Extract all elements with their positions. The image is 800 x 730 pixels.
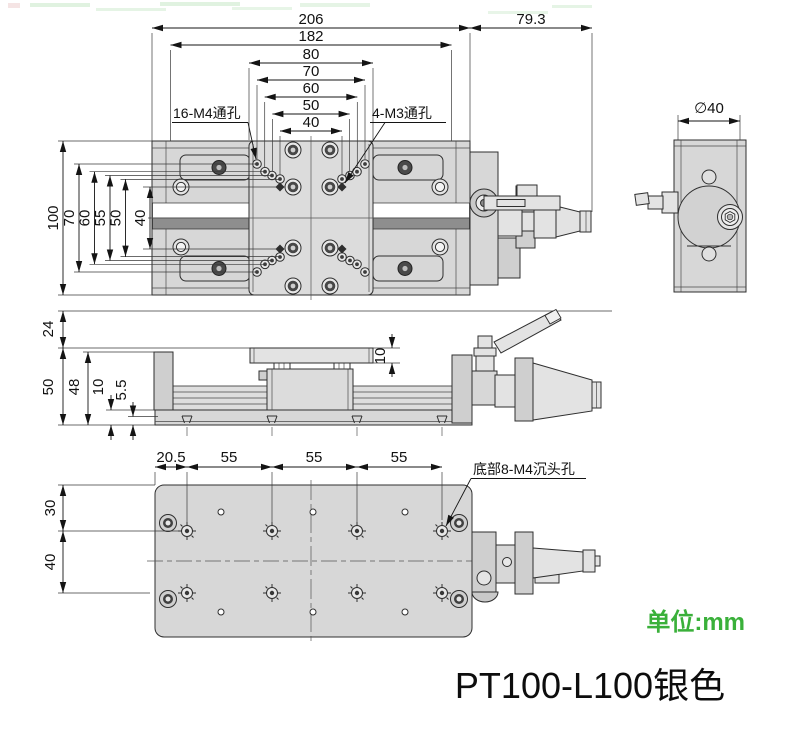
bottom-view-part <box>147 480 601 642</box>
label-bottom-countersunk: 底部8-M4沉头孔 <box>473 461 575 477</box>
dim-dia-40: ∅40 <box>694 100 724 117</box>
bottom-view: 20.5 55 55 55 30 40 底部8-M4沉头孔 <box>42 449 601 642</box>
side-view-dimensions: ∅40 <box>677 100 741 140</box>
dim-80: 80 <box>303 46 320 63</box>
dim-30b: 30 <box>42 500 59 517</box>
dim-55-b: 55 <box>306 449 323 466</box>
dim-5-5: 5.5 <box>113 380 130 401</box>
dim-79-3: 79.3 <box>516 11 545 28</box>
top-view-part <box>148 136 592 300</box>
dim-70h: 70 <box>303 63 320 80</box>
platform-screw-holes <box>284 141 339 295</box>
dim-206: 206 <box>298 11 323 28</box>
dim-55v: 55 <box>92 210 109 227</box>
base-countersink-marks <box>181 415 448 436</box>
micrometer-assembly-top <box>469 151 592 286</box>
footer: 单位:mm PT100-L100银色 <box>455 608 745 706</box>
dim-182: 182 <box>298 28 323 45</box>
top-view: 206 79.3 182 80 70 60 50 40 <box>45 11 593 300</box>
dim-40h: 40 <box>303 114 320 131</box>
micrometer-assembly-front <box>451 308 602 424</box>
dim-20-5: 20.5 <box>156 449 185 466</box>
dim-40b: 40 <box>42 554 59 571</box>
dim-60h: 60 <box>303 80 320 97</box>
dim-50v: 50 <box>108 210 125 227</box>
dim-55-a: 55 <box>221 449 238 466</box>
front-view-dimensions: 24 50 48 10 5.5 10 <box>40 311 400 440</box>
dim-60v: 60 <box>77 210 94 227</box>
label-16-m4: 16-M4通孔 <box>173 105 241 121</box>
bottom-view-dimensions: 20.5 55 55 55 30 40 底部8-M4沉头孔 <box>42 449 586 594</box>
drawing-title: PT100-L100银色 <box>455 665 725 706</box>
dim-24: 24 <box>40 321 57 338</box>
dim-55-c: 55 <box>391 449 408 466</box>
small-through-holes <box>217 508 409 616</box>
m4-countersunk-holes <box>178 522 451 602</box>
dim-10f: 10 <box>90 379 107 396</box>
dim-100v: 100 <box>45 205 62 230</box>
watermark-remnants <box>8 2 592 14</box>
top-view-labels: 16-M4通孔 4-M3通孔 <box>172 105 446 184</box>
top-view-dimensions: 206 79.3 182 80 70 60 50 40 <box>45 11 593 296</box>
dim-10-right: 10 <box>372 348 389 365</box>
dim-70v: 70 <box>61 210 78 227</box>
label-4-m3: 4-M3通孔 <box>372 105 432 121</box>
micrometer-assembly-bottom <box>471 531 601 603</box>
dim-50f: 50 <box>40 379 57 396</box>
rail-counterbore-holes <box>172 178 449 256</box>
front-view-part <box>58 308 612 436</box>
dim-48: 48 <box>66 379 83 396</box>
units-label: 单位:mm <box>646 608 745 636</box>
side-view: ∅40 <box>634 100 747 293</box>
side-view-part <box>634 139 747 293</box>
front-view: 24 50 48 10 5.5 10 <box>40 308 612 440</box>
corner-counterbore-holes <box>159 514 468 608</box>
top-plate-ribs <box>273 362 351 370</box>
dim-40v: 40 <box>132 210 149 227</box>
dim-50h: 50 <box>303 97 320 114</box>
